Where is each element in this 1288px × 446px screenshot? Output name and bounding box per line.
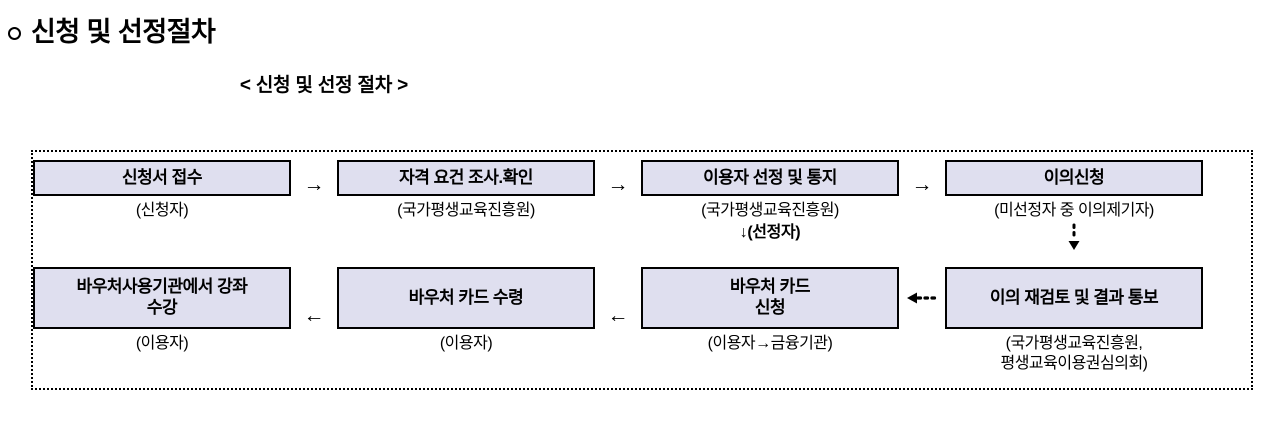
flow-node-2-subtitle: (국가평생교육진흥원) [397,202,535,219]
flow-node-1-subtitle: (신청자) [135,202,189,219]
flow-node-3-subtitle: (국가평생교육진흥원) [701,202,839,219]
page-title-text: 신청 및 선정절차 [31,17,216,47]
ring-bullet-icon [8,27,21,41]
flow-node-3-branch-label: ↓(선정자) [739,224,801,241]
flow-node-7-box: 바우처 카드 신청 [641,267,899,329]
arrow-dotted-down-icon [945,223,1203,253]
flow-node-4-subtitle: (미선정자 중 이의제기자) [994,202,1154,219]
diagram-title-text: < 신청 및 선정 절차 > [239,74,409,96]
flow-node-1: 신청서 접수 (신청자) [33,160,291,221]
arrow-right-3-icon: → [911,173,933,196]
page-title: 신청 및 선정절차 [8,17,1288,48]
flow-node-4-box: 이의신청 [945,160,1203,196]
flow-node-2-box: 자격 요건 조사.확인 [337,160,595,196]
flow-node-1-box: 신청서 접수 [33,160,291,196]
diagram-title: < 신청 및 선정 절차 > [0,70,1288,97]
flow-node-7-subtitle: (이용자→금융기관) [707,335,833,352]
flow-node-3-box: 이용자 선정 및 통지 [641,160,899,196]
flow-node-8-subtitle: (국가평생교육진흥원, 평생교육이용권심의회) [1000,335,1148,372]
arrow-right-2-icon: → [607,173,629,196]
flow-node-8-box: 이의 재검토 및 결과 통보 [945,267,1203,329]
flow-node-5: 바우처사용기관에서 강좌 수강 (이용자) [33,267,291,354]
flow-node-5-title: 바우처사용기관에서 강좌 수강 [76,277,248,317]
flow-node-8: 이의 재검토 및 결과 통보 (국가평생교육진흥원, 평생교육이용권심의회) [945,267,1203,374]
flow-node-7-title: 바우처 카드 신청 [730,277,810,317]
arrow-left-1-icon: ← [303,304,325,327]
flow-node-8-title: 이의 재검토 및 결과 통보 [989,287,1159,307]
flow-node-2: 자격 요건 조사.확인 (국가평생교육진흥원) [337,160,595,221]
flow-node-5-subtitle: (이용자) [135,335,189,352]
flow-node-6-subtitle: (이용자) [439,335,493,352]
flowchart-frame: 신청서 접수 (신청자) → 자격 요건 조사.확인 (국가평생교육진흥원) →… [31,150,1253,390]
flow-node-6: 바우처 카드 수령 (이용자) [337,267,595,354]
flow-node-3-title: 이용자 선정 및 통지 [703,167,837,187]
flow-node-5-box: 바우처사용기관에서 강좌 수강 [33,267,291,329]
flow-row-1: 신청서 접수 (신청자) → 자격 요건 조사.확인 (국가평생교육진흥원) →… [33,160,1251,253]
arrow-left-2-icon: ← [607,304,629,327]
flow-node-6-box: 바우처 카드 수령 [337,267,595,329]
flow-node-4: 이의신청 (미선정자 중 이의제기자) [945,160,1203,253]
flow-node-3: 이용자 선정 및 통지 (국가평생교육진흥원) ↓(선정자) [641,160,899,242]
flow-node-7: 바우처 카드 신청 (이용자→금융기관) [641,267,899,354]
flow-node-2-title: 자격 요건 조사.확인 [399,167,533,187]
flow-node-1-title: 신청서 접수 [122,167,202,187]
flow-row-2: 바우처사용기관에서 강좌 수강 (이용자) ← 바우처 카드 수령 (이용자) … [33,267,1251,374]
arrow-dotted-left-wrap [899,267,945,329]
flow-node-6-title: 바우처 카드 수령 [408,287,524,307]
flow-node-4-title: 이의신청 [1043,167,1105,187]
arrow-dotted-left-icon [899,267,945,329]
arrow-right-1-icon: → [303,173,325,196]
